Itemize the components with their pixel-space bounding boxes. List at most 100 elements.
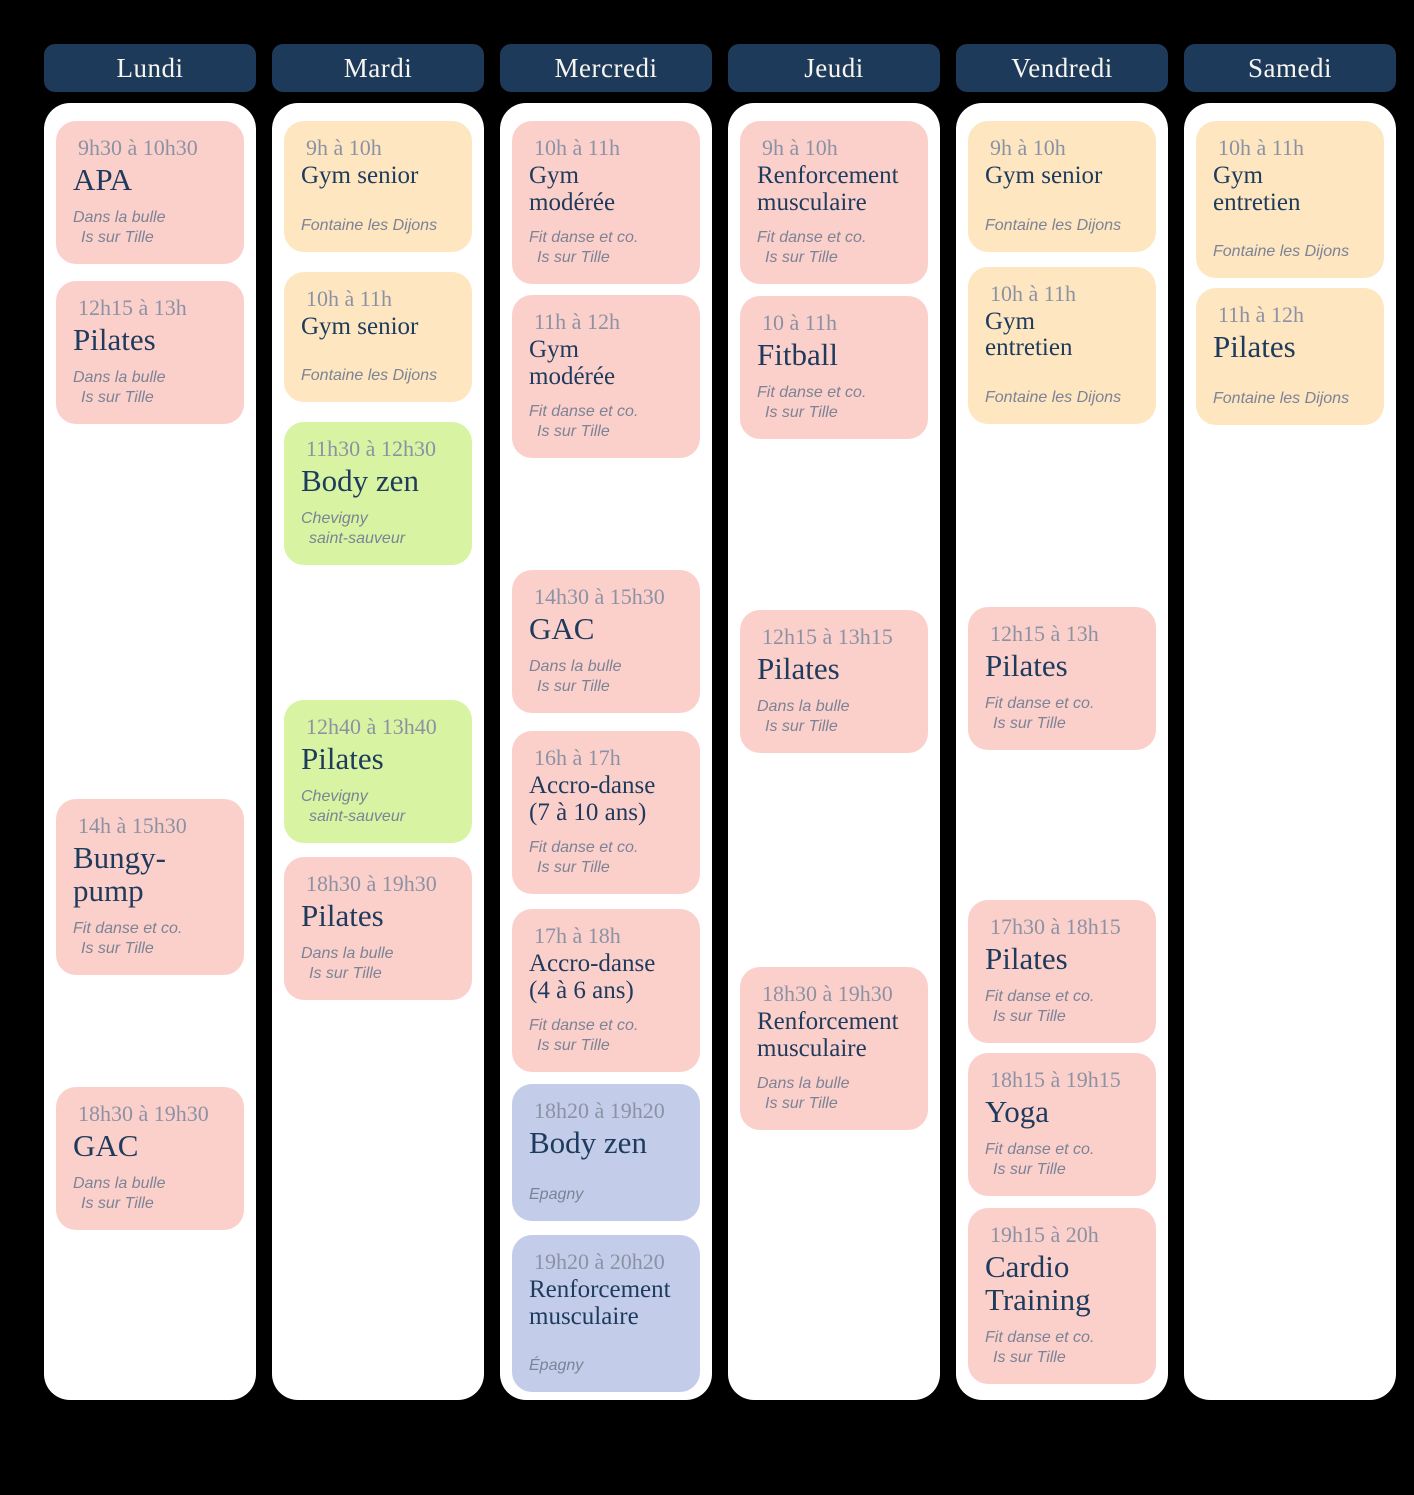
class-title: Body zen: [529, 1125, 647, 1160]
class-location: Dans la bulle Is sur Tille: [73, 368, 234, 408]
class-time: 11h à 12h: [534, 309, 620, 334]
day-header-label: Samedi: [1248, 52, 1332, 83]
class-title: Gym senior: [301, 162, 419, 189]
location-line: Is sur Tille: [81, 940, 154, 957]
class-location: Fontaine les Dijons: [301, 366, 462, 386]
location-line: Is sur Tille: [537, 423, 610, 440]
location-line: Fontaine les Dijons: [301, 367, 438, 384]
class-location: Fontaine les Dijons: [985, 216, 1146, 236]
class-time: 12h15 à 13h: [78, 295, 187, 320]
day-header-label: Mercredi: [554, 52, 658, 83]
class-time: 18h15 à 19h15: [990, 1066, 1121, 1092]
location-line: Is sur Tille: [993, 1007, 1066, 1025]
location-line: Is sur Tille: [993, 714, 1066, 732]
day-column-wrap: Vendredi 9h à 10h Gym senior Fontaine le…: [956, 44, 1168, 1400]
day-header: Mercredi: [500, 44, 712, 92]
location-line: Dans la bulle: [73, 1175, 166, 1192]
location-line: Is sur Tille: [81, 1195, 154, 1212]
class-card: 9h à 10h Renforcement musculaire Fit dan…: [740, 121, 928, 284]
class-time: 12h15 à 13h15: [762, 624, 893, 649]
day-header: Mardi: [272, 44, 484, 92]
class-card: 10h à 11h Gym entretien Fontaine les Dij…: [1196, 121, 1384, 278]
location-line: saint-sauveur: [309, 530, 406, 547]
class-title: Pilates: [301, 898, 384, 933]
location-line: Fontaine les Dijons: [301, 216, 438, 234]
location-line: Fit danse et co.: [757, 229, 867, 246]
day-header-label: Mardi: [343, 52, 413, 83]
day-header: Vendredi: [956, 44, 1168, 92]
class-location: Epagny: [529, 1185, 690, 1205]
class-card: 10 à 11h Fitball Fit danse et co.Is sur …: [740, 296, 928, 439]
location-line: Fit danse et co.: [529, 229, 639, 246]
class-time: 9h à 10h: [306, 135, 382, 160]
class-title: Gym entretien: [1213, 162, 1301, 216]
class-time: 9h30 à 10h30: [78, 135, 198, 160]
class-card: 17h30 à 18h15 Pilates Fit danse et co.Is…: [968, 899, 1156, 1043]
class-title: Pilates: [757, 651, 840, 686]
class-title: Renforcement musculaire: [757, 162, 899, 216]
class-card: 12h15 à 13h Pilates Fit danse et co.Is s…: [968, 606, 1156, 750]
class-time: 14h30 à 15h30: [534, 584, 665, 609]
location-line: Is sur Tille: [537, 678, 610, 695]
day-header-label: Vendredi: [1011, 52, 1113, 83]
day-header: Samedi: [1184, 44, 1396, 92]
class-title: Cardio Training: [985, 1248, 1091, 1317]
class-time: 18h30 à 19h30: [306, 871, 437, 896]
class-location: Fit danse et co.Is sur Tille: [73, 919, 234, 959]
class-location: Épagny: [529, 1356, 690, 1376]
class-time: 19h15 à 20h: [990, 1221, 1099, 1247]
class-time: 12h15 à 13h: [990, 620, 1099, 646]
class-time: 18h30 à 19h30: [762, 981, 893, 1006]
location-line: Chevigny: [301, 788, 368, 805]
class-title: Gym entretien: [985, 307, 1073, 361]
class-card: 18h15 à 19h15 Yoga Fit danse et co.Is su…: [968, 1052, 1156, 1196]
class-title: Gym modérée: [529, 336, 616, 390]
class-time: 10 à 11h: [762, 310, 837, 335]
class-title: GAC: [529, 611, 595, 646]
location-line: Is sur Tille: [537, 249, 610, 266]
location-line: Fontaine les Dijons: [985, 216, 1122, 234]
class-title: Accro-danse (4 à 6 ans): [529, 950, 656, 1004]
location-line: Fit danse et co.: [985, 1328, 1095, 1346]
class-title: Pilates: [985, 940, 1068, 976]
class-time: 19h20 à 20h20: [534, 1249, 665, 1274]
location-line: Is sur Tille: [765, 249, 838, 266]
location-line: Fontaine les Dijons: [1213, 243, 1350, 260]
location-line: Dans la bulle: [73, 209, 166, 226]
location-line: Is sur Tille: [81, 389, 154, 406]
class-time: 17h à 18h: [534, 923, 621, 948]
location-line: Dans la bulle: [73, 369, 166, 386]
class-title: Fitball: [757, 337, 838, 372]
location-line: Fit danse et co.: [985, 987, 1095, 1005]
location-line: Fit danse et co.: [529, 403, 639, 420]
class-card: 18h30 à 19h30 Renforcement musculaire Da…: [740, 967, 928, 1130]
class-title: Pilates: [73, 322, 156, 357]
day-column-wrap: Mardi 9h à 10h Gym senior Fontaine les D…: [272, 44, 484, 1400]
class-time: 10h à 11h: [1218, 135, 1304, 160]
class-card: 11h à 12h Gym modérée Fit danse et co. Is…: [512, 295, 700, 458]
class-location: Fontaine les Dijons: [1213, 242, 1374, 262]
location-line: Is sur Tille: [537, 1037, 610, 1054]
class-title: Pilates: [301, 741, 384, 776]
day-column: 9h à 10h Renforcement musculaire Fit dan…: [728, 103, 940, 1400]
location-line: Fit danse et co.: [529, 1017, 639, 1034]
class-location: Fit danse et co. Is sur Tille: [757, 228, 918, 268]
day-column-wrap: Jeudi 9h à 10h Renforcement musculaire F…: [728, 44, 940, 1400]
class-title: Gym modérée: [529, 162, 616, 216]
class-location: Fit danse et co. Is sur Tille: [529, 402, 690, 442]
class-title: Gym senior: [985, 162, 1103, 189]
class-location: Fit danse et co.Is sur Tille: [757, 383, 918, 423]
class-title: Accro-danse (7 à 10 ans): [529, 772, 656, 826]
class-card: 10h à 11h Gym senior Fontaine les Dijons: [284, 271, 472, 402]
